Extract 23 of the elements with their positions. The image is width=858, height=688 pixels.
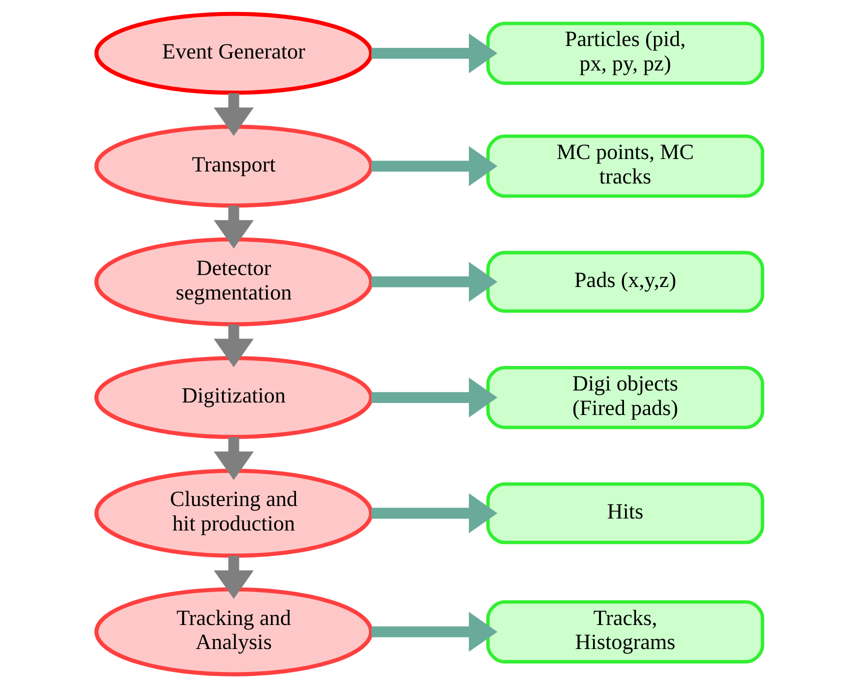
node-box: Tracks, Histograms bbox=[486, 600, 764, 664]
node-box: Digi objects (Fired pads) bbox=[486, 366, 764, 430]
arrow bbox=[213, 206, 254, 249]
arrow bbox=[370, 378, 497, 418]
node-ellipse: Digitization bbox=[94, 356, 373, 440]
arrow bbox=[370, 262, 497, 302]
arrow bbox=[370, 33, 497, 74]
node-ellipse: Event Generator bbox=[94, 12, 373, 95]
node-box: Pads (x,y,z) bbox=[486, 250, 764, 313]
node-ellipse: Transport bbox=[94, 124, 373, 208]
node-ellipse: Tracking and Analysis bbox=[94, 587, 373, 676]
node-box: Particles (pid, px, py, pz) bbox=[486, 22, 764, 85]
arrow bbox=[370, 493, 497, 534]
arrow bbox=[370, 612, 497, 652]
node-ellipse: Clustering and hit production bbox=[94, 468, 373, 558]
arrow bbox=[213, 93, 254, 136]
arrow bbox=[213, 556, 254, 599]
arrow bbox=[213, 324, 254, 368]
arrow bbox=[370, 146, 497, 186]
node-box: MC points, MC tracks bbox=[486, 134, 764, 198]
node-ellipse: Detector segmentation bbox=[94, 237, 373, 326]
node-box: Hits bbox=[486, 482, 764, 544]
arrow bbox=[213, 437, 254, 480]
